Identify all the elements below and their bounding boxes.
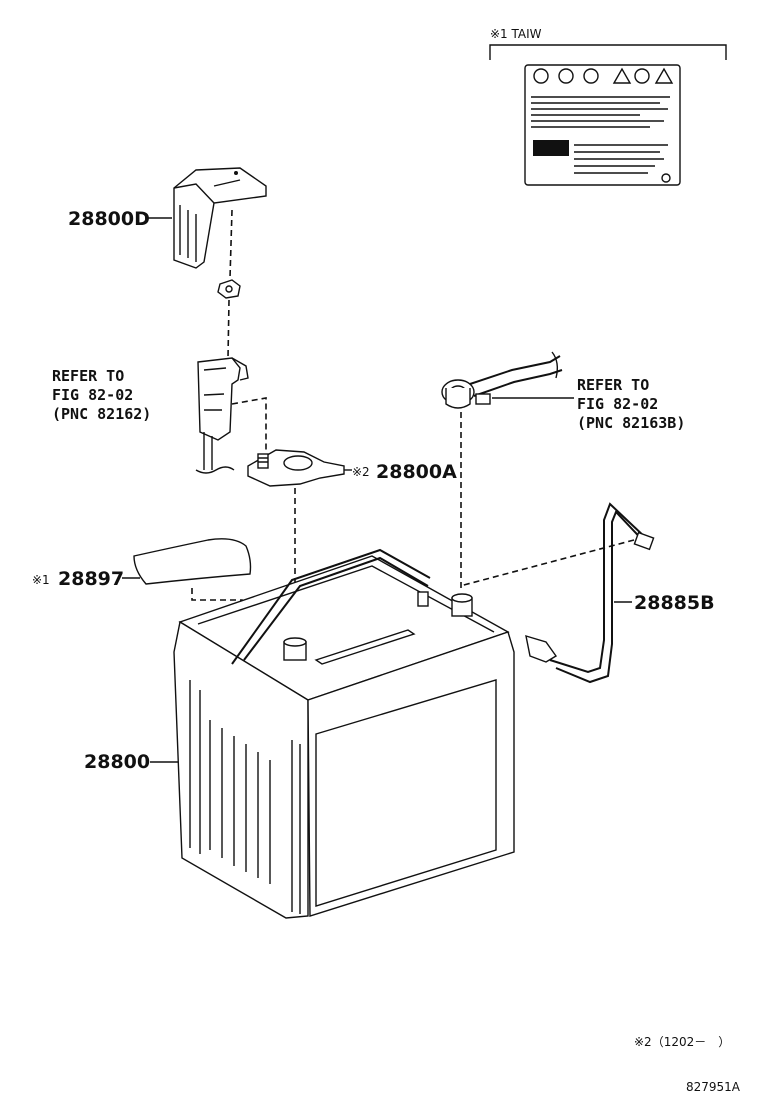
ref-right-line2: FIG 82-02 — [577, 395, 658, 413]
ref-right-line1: REFER TO — [577, 376, 649, 394]
ref-left-line2: FIG 82-02 — [52, 386, 133, 404]
negative-clamp-drawing — [247, 449, 352, 487]
part-label-28800D: 28800D — [68, 208, 150, 230]
ref-left-line1: REFER TO — [52, 367, 124, 385]
ref-left: REFER TO FIG 82-02 (PNC 82162) — [52, 367, 151, 423]
recycle-icon — [661, 173, 671, 183]
nut-drawing — [217, 279, 241, 299]
part-label-28885B: 28885B — [634, 592, 715, 614]
taiw-header: ※1 TAIW — [490, 27, 542, 41]
part-label-28800: 28800 — [84, 751, 150, 773]
right-cable-drawing — [441, 351, 574, 409]
terminal-cover-drawing — [145, 167, 267, 269]
warning-label-illustration — [524, 64, 681, 186]
left-harness-drawing — [195, 357, 267, 474]
clamp-mark: ※2 — [352, 465, 370, 479]
warning-badge — [533, 140, 569, 156]
sheet-mark: ※1 — [32, 573, 50, 587]
ref-right: REFER TO FIG 82-02 (PNC 82163B) — [577, 376, 685, 432]
warning-pictogram-icons — [533, 67, 674, 84]
ref-left-line3: (PNC 82162) — [52, 405, 151, 423]
part-label-28897: 28897 — [58, 568, 124, 590]
ref-right-line3: (PNC 82163B) — [577, 414, 685, 432]
vent-hose-drawing — [459, 502, 655, 684]
figure-id: 827951A — [686, 1080, 741, 1094]
battery-drawing — [150, 548, 515, 919]
part-label-28800A: 28800A — [376, 461, 457, 483]
taiw-callout: ※1 TAIW — [489, 27, 727, 60]
footnote: ※2（1202－ ） — [634, 1035, 730, 1049]
